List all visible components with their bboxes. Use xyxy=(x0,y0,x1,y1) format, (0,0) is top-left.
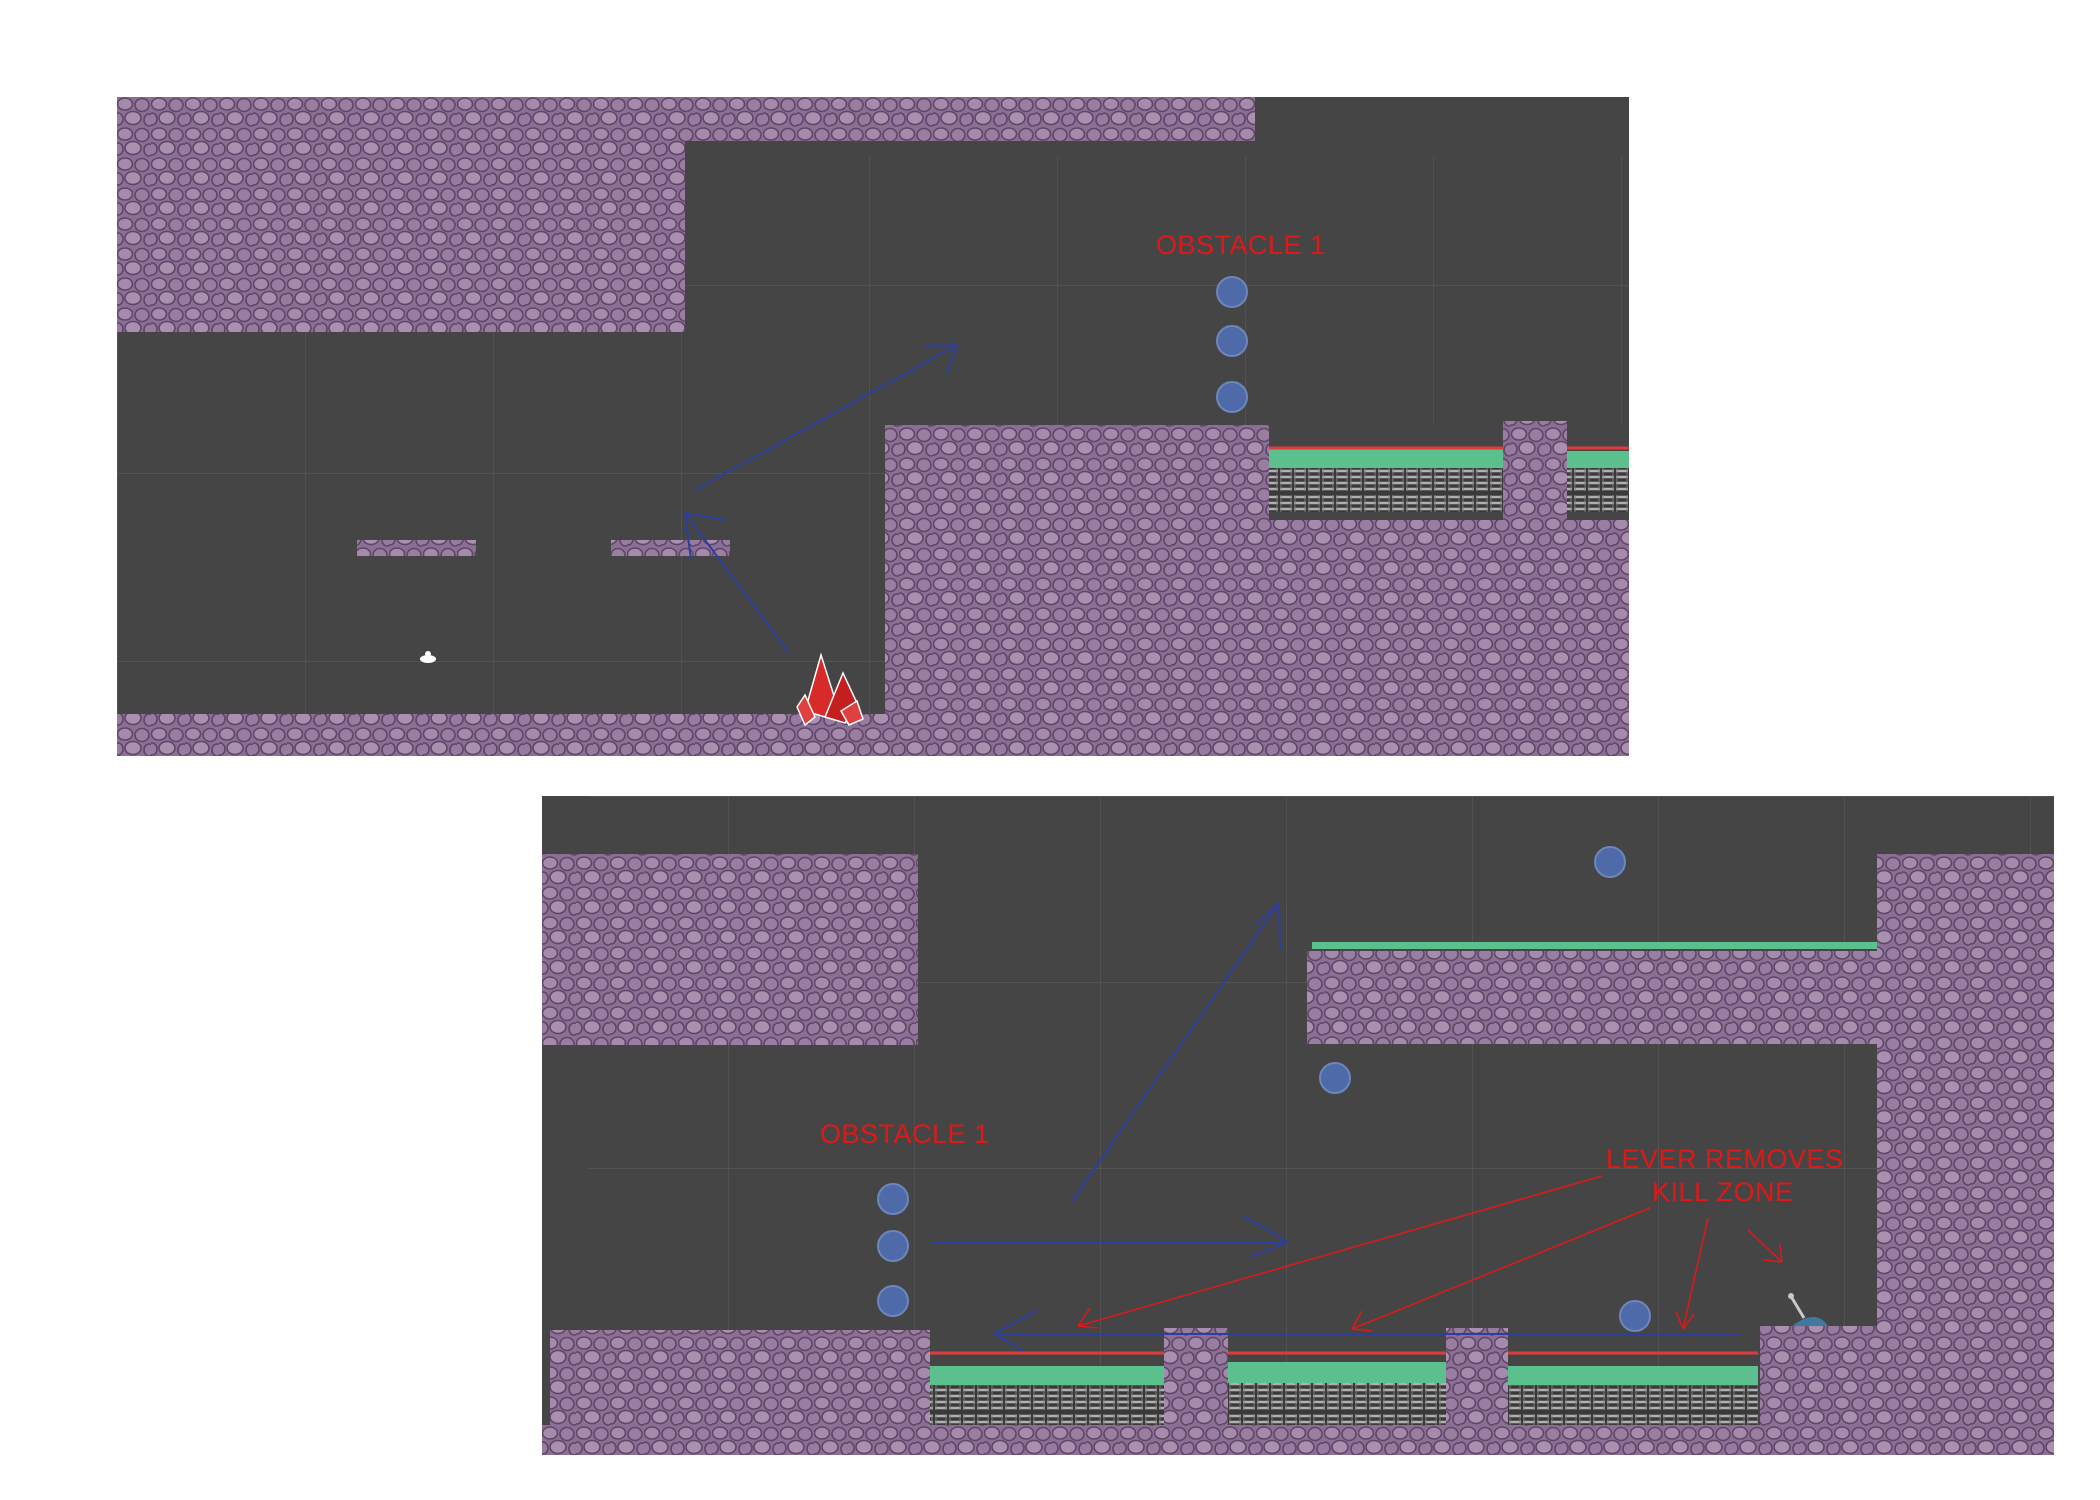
level-view-bottom: OBSTACLE 1 LEVER REMOVES KILL ZONE xyxy=(542,796,2054,1455)
obstacle-orbs xyxy=(1216,276,1248,413)
spike-icon xyxy=(1228,1383,1446,1425)
rock-pillar xyxy=(1164,1328,1228,1455)
lever-note-line2: KILL ZONE xyxy=(1652,1177,1794,1207)
crystal-icon xyxy=(796,652,864,727)
kill-zone xyxy=(930,1351,1758,1425)
orb-icon xyxy=(877,1285,909,1317)
floating-platform xyxy=(611,540,730,556)
rock-pillar xyxy=(1503,421,1567,521)
grass-ledge xyxy=(1312,942,1877,949)
player-icon xyxy=(420,651,436,663)
orb-icon xyxy=(877,1183,909,1215)
spike-icon xyxy=(1508,1385,1758,1425)
lever-icon xyxy=(1788,1293,1828,1326)
upper-left-rock xyxy=(542,854,918,1045)
obstacle-label: OBSTACLE 1 xyxy=(820,1119,990,1149)
orb-icon xyxy=(877,1230,909,1262)
annotation-pointers xyxy=(1077,1175,1783,1332)
orb-icon xyxy=(1216,276,1248,308)
floating-platform xyxy=(357,540,476,556)
rock-pillar xyxy=(1446,1328,1508,1455)
jump-path xyxy=(684,344,958,654)
obstacle-orbs xyxy=(877,846,1651,1332)
upper-rock-block xyxy=(117,97,685,332)
spike-icon xyxy=(1269,468,1503,512)
orb-icon xyxy=(1619,1300,1651,1332)
spike-icon xyxy=(930,1385,1164,1425)
lever-rock-block xyxy=(1760,1326,1877,1455)
mid-rock-shelf xyxy=(1307,951,1877,1044)
orb-icon xyxy=(1216,381,1248,413)
level-view-top: OBSTACLE 1 xyxy=(117,97,1629,756)
level-canvas-top: OBSTACLE 1 xyxy=(117,97,1629,756)
right-rock-wall xyxy=(1877,854,2054,1455)
player-path xyxy=(932,902,1740,1352)
lever-note-line1: LEVER REMOVES xyxy=(1606,1144,1844,1174)
orb-icon xyxy=(1594,846,1626,878)
kill-zone xyxy=(1269,446,1629,512)
orb-icon xyxy=(1216,325,1248,357)
obstacle-label: OBSTACLE 1 xyxy=(1156,230,1326,260)
level-canvas-bottom: OBSTACLE 1 LEVER REMOVES KILL ZONE xyxy=(542,796,2054,1455)
orb-icon xyxy=(1319,1062,1351,1094)
